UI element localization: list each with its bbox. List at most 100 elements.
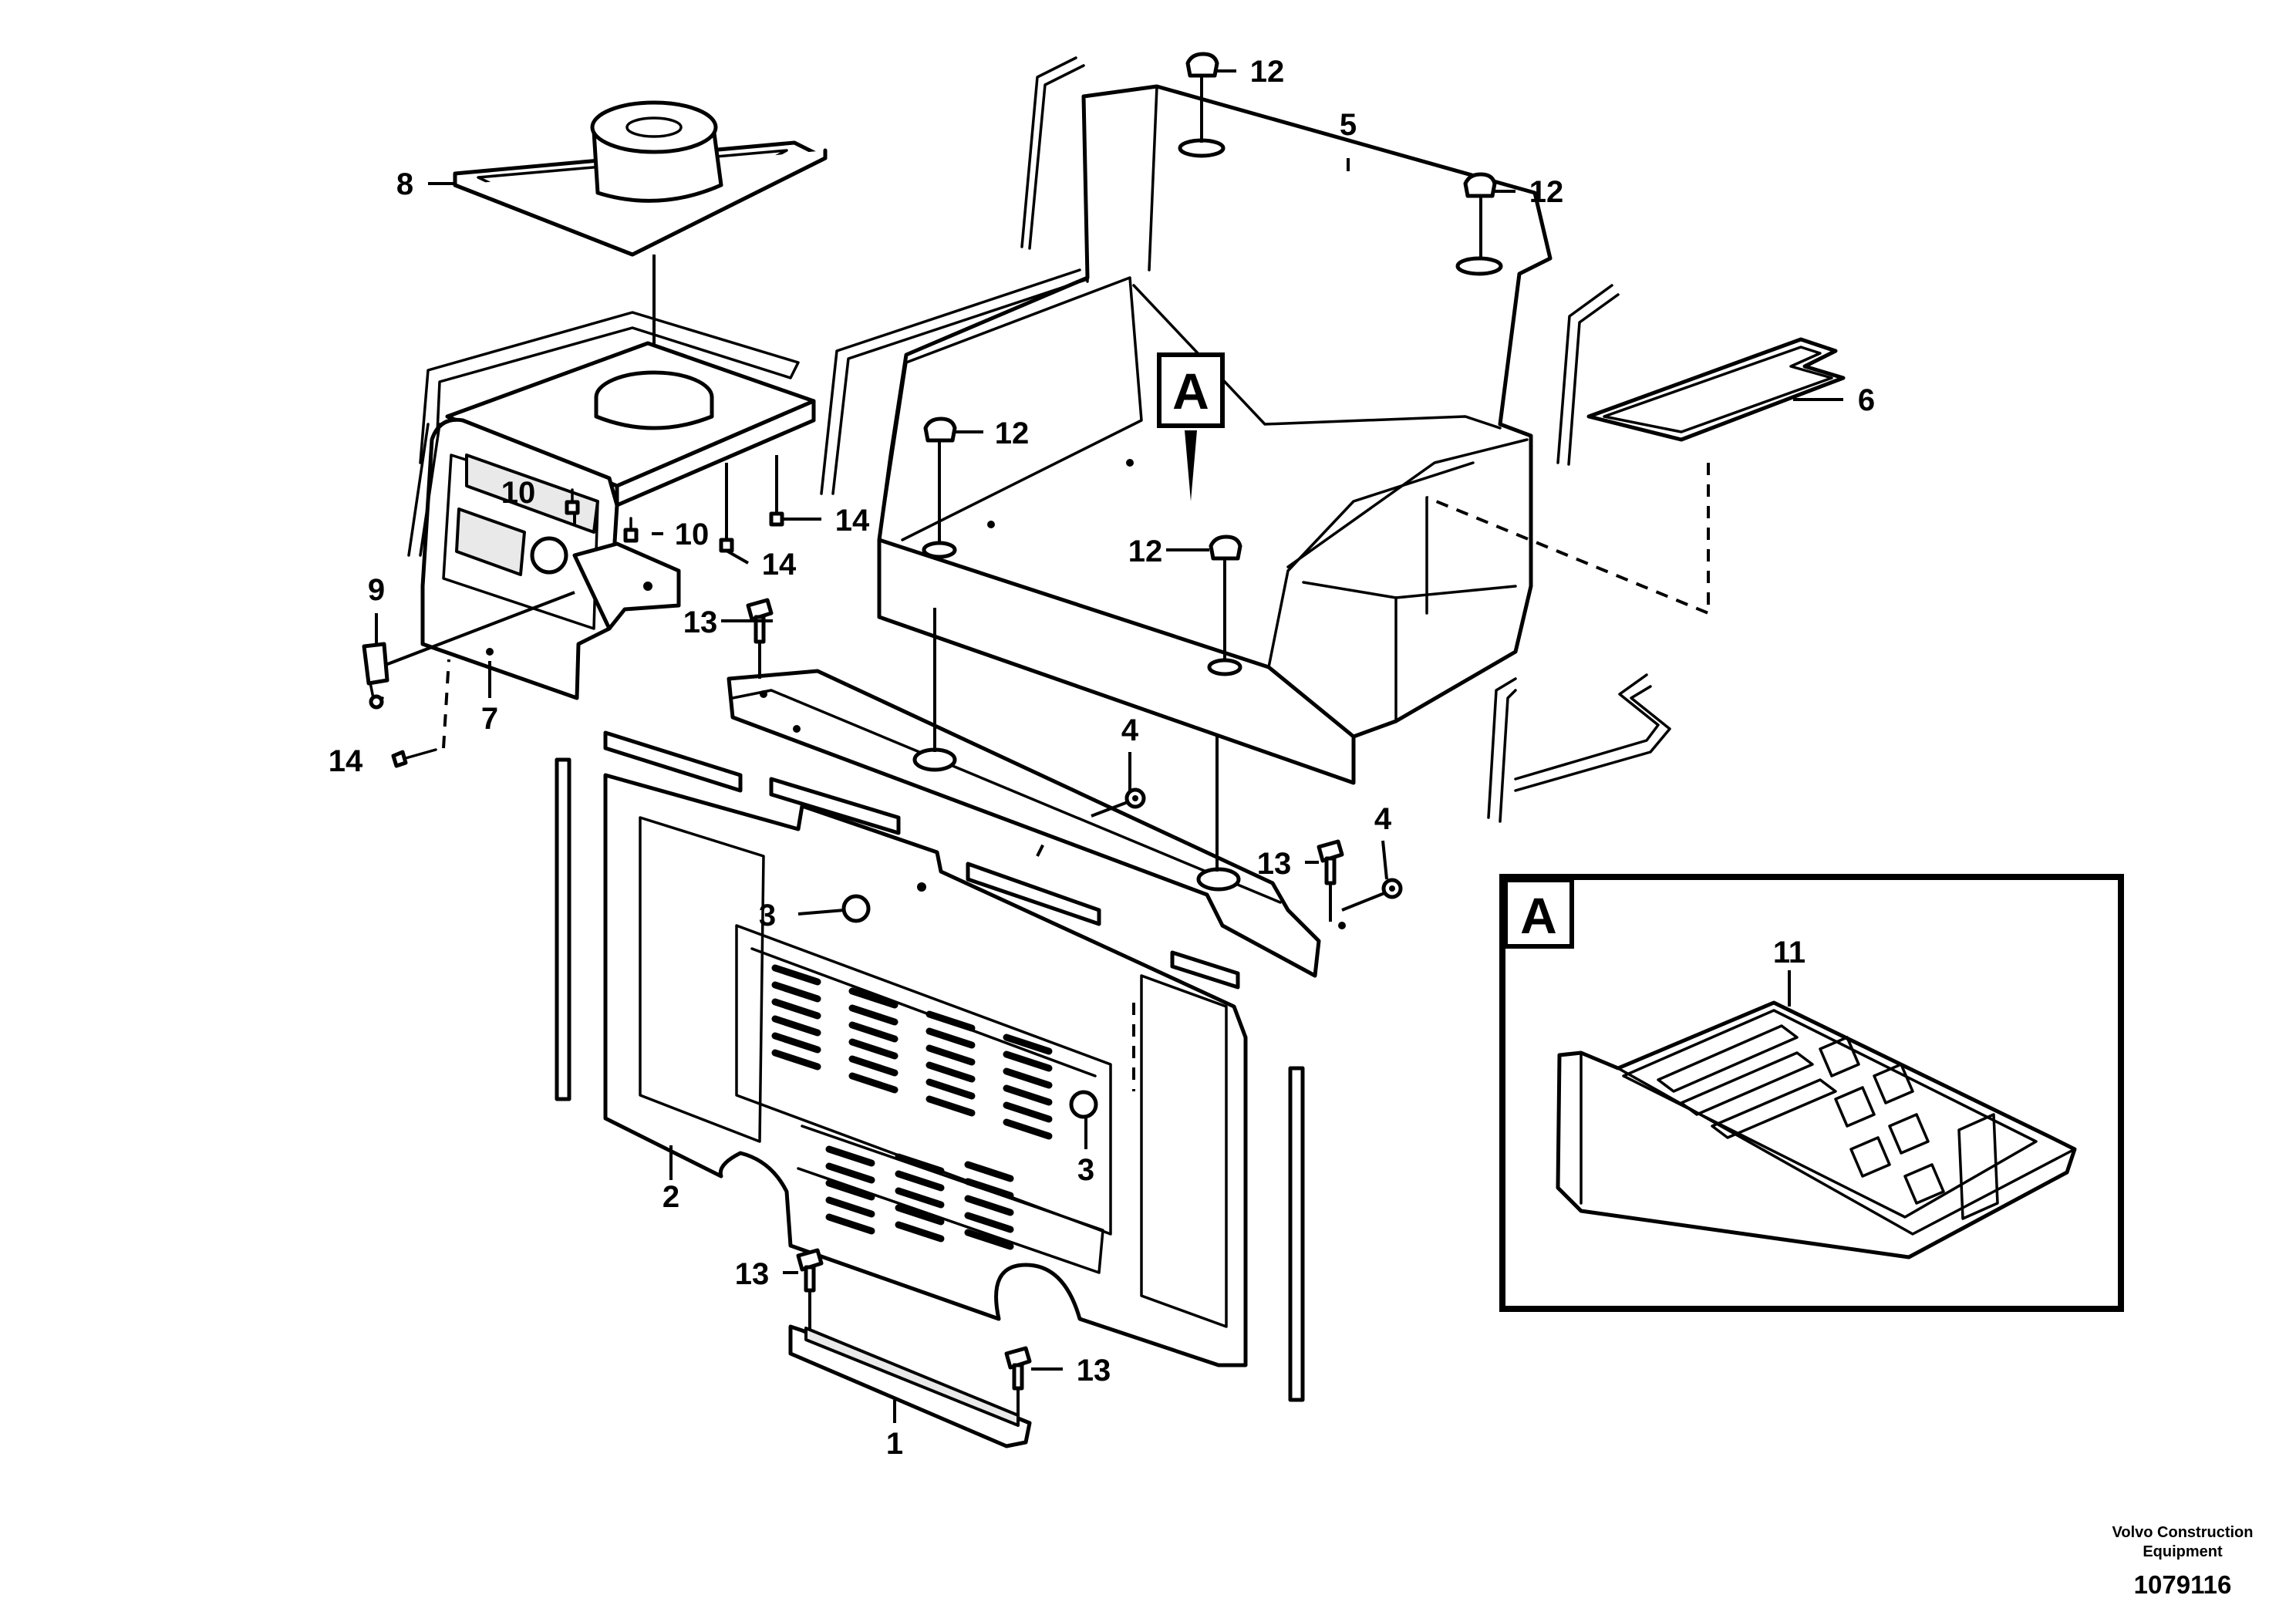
part-10-screw-2	[623, 517, 639, 543]
louver-slot	[964, 1178, 1014, 1199]
louver-slot	[771, 1015, 821, 1037]
callout-6: 6	[1858, 383, 1875, 417]
part-3-rubber-bumper-right	[1069, 1090, 1098, 1119]
callout-12-center: 12	[995, 416, 1030, 450]
part-2-louver-slots	[771, 964, 1053, 1250]
callout-7: 7	[481, 702, 498, 736]
callout-labels: 1 2 3 3 4 4 5 6 7 8 9 10 10 11 12 12 12 …	[329, 55, 1875, 1461]
callout-13-beam-right: 13	[1257, 847, 1292, 881]
part-13-bolt-4	[1004, 1346, 1032, 1423]
louver-slot	[848, 1038, 899, 1060]
part-13-bolt-2	[1317, 839, 1344, 922]
seat-box-seal-rail	[1514, 673, 1671, 792]
callout-4-right: 4	[1374, 802, 1392, 836]
louver-slot	[1003, 1034, 1053, 1055]
nut-right-link	[1341, 892, 1385, 912]
part-8-cone-tray	[453, 100, 828, 257]
louver-slot	[925, 1044, 976, 1066]
callout-1: 1	[886, 1427, 903, 1461]
louver-slot	[1003, 1050, 1053, 1072]
nut-left-link	[1091, 801, 1128, 818]
detail-a-box: A	[1499, 874, 2124, 1312]
louver-slot	[825, 1179, 875, 1201]
callout-8: 8	[396, 167, 413, 201]
louver-slot	[964, 1161, 1014, 1182]
part-6-plate	[1586, 337, 1846, 442]
callout-12-lower: 12	[1128, 534, 1163, 568]
louver-slot	[895, 1187, 945, 1209]
seat-box-seal-strip-right	[1556, 284, 1620, 466]
part-3-rubber-bumper-left	[841, 882, 926, 923]
strip-side-right	[1288, 1066, 1305, 1402]
callout-9: 9	[368, 573, 385, 607]
seat-box-seal-strip-left	[820, 268, 1089, 495]
louver-slot	[895, 1221, 945, 1243]
louver-slot	[848, 1021, 899, 1043]
louver-slot	[895, 1204, 945, 1226]
callout-11: 11	[1773, 936, 1805, 969]
louver-slot	[825, 1196, 875, 1218]
part-13-bolt-1	[746, 598, 774, 679]
louver-slot	[848, 1004, 899, 1026]
louver-slot	[848, 987, 899, 1009]
louver-slot	[1003, 1101, 1053, 1123]
callout-10-left: 10	[501, 476, 536, 510]
part-12-knob-1	[1185, 52, 1219, 143]
part-9-link	[385, 591, 575, 666]
detail-a-box-label: A	[1520, 887, 1557, 944]
part-13-bolt-3	[796, 1248, 824, 1330]
callout-3-left: 3	[759, 899, 776, 932]
louver-slot	[1003, 1084, 1053, 1106]
panel-dashed-guide-left	[1036, 840, 1047, 857]
strip-upper-4	[1170, 950, 1240, 990]
louver-slot	[925, 1078, 976, 1100]
louver-slot	[771, 981, 821, 1003]
louver-slot	[895, 1170, 945, 1192]
callout-13-trim-left: 13	[735, 1257, 770, 1291]
callout-12-right: 12	[1529, 175, 1564, 209]
louver-slot	[771, 964, 821, 986]
callout-14-left: 14	[329, 744, 363, 778]
callout-2: 2	[663, 1180, 679, 1214]
credit-line-1: Volvo Construction	[2112, 1524, 2254, 1541]
louver-slot	[825, 1213, 875, 1235]
part-6-dashed-guide	[1426, 463, 1710, 615]
louver-slot	[895, 1153, 945, 1175]
louver-slot	[964, 1212, 1014, 1233]
strip-upper-3	[966, 862, 1101, 926]
strip-upper-1	[603, 730, 743, 793]
louver-slot	[848, 1055, 899, 1077]
louver-slot	[925, 1010, 976, 1032]
louver-slot	[964, 1229, 1014, 1250]
louver-slot	[925, 1027, 976, 1049]
louver-slot	[771, 998, 821, 1020]
louver-slot	[964, 1195, 1014, 1216]
seat-box-seal-strip-lower	[1487, 677, 1517, 823]
part-14-screw-2	[769, 455, 784, 527]
louver-slot	[825, 1145, 875, 1167]
part-9-clip	[362, 642, 389, 710]
part-4-mounting-beam	[727, 669, 1346, 978]
part-7-seal-strip	[407, 423, 441, 557]
callout-12-top: 12	[1250, 55, 1285, 89]
callout-5: 5	[1340, 108, 1357, 142]
callout-14-upper-center: 14	[762, 548, 797, 582]
detail-a-marker-label: A	[1172, 363, 1209, 420]
callout-10-right: 10	[675, 518, 710, 551]
part-14-screw-1	[719, 463, 734, 553]
louver-slot	[1003, 1118, 1053, 1140]
document-number: 1079116	[2134, 1570, 2232, 1599]
callout-13-trim-right: 13	[1077, 1354, 1111, 1388]
part-14-screw-3	[391, 748, 437, 768]
part-14-dashed-guide	[442, 659, 450, 749]
strip-upper-2	[769, 777, 901, 835]
seat-box-seal-strip-top	[1020, 56, 1085, 250]
louver-slot	[825, 1162, 875, 1184]
callout-3-right: 3	[1077, 1153, 1094, 1187]
louver-slot	[848, 1072, 899, 1094]
part-2-front-panel	[603, 773, 1248, 1367]
detail-a-marker: A	[1157, 352, 1225, 501]
credit-line-2: Equipment	[2143, 1543, 2223, 1560]
part-4-nut-right	[1381, 878, 1403, 899]
